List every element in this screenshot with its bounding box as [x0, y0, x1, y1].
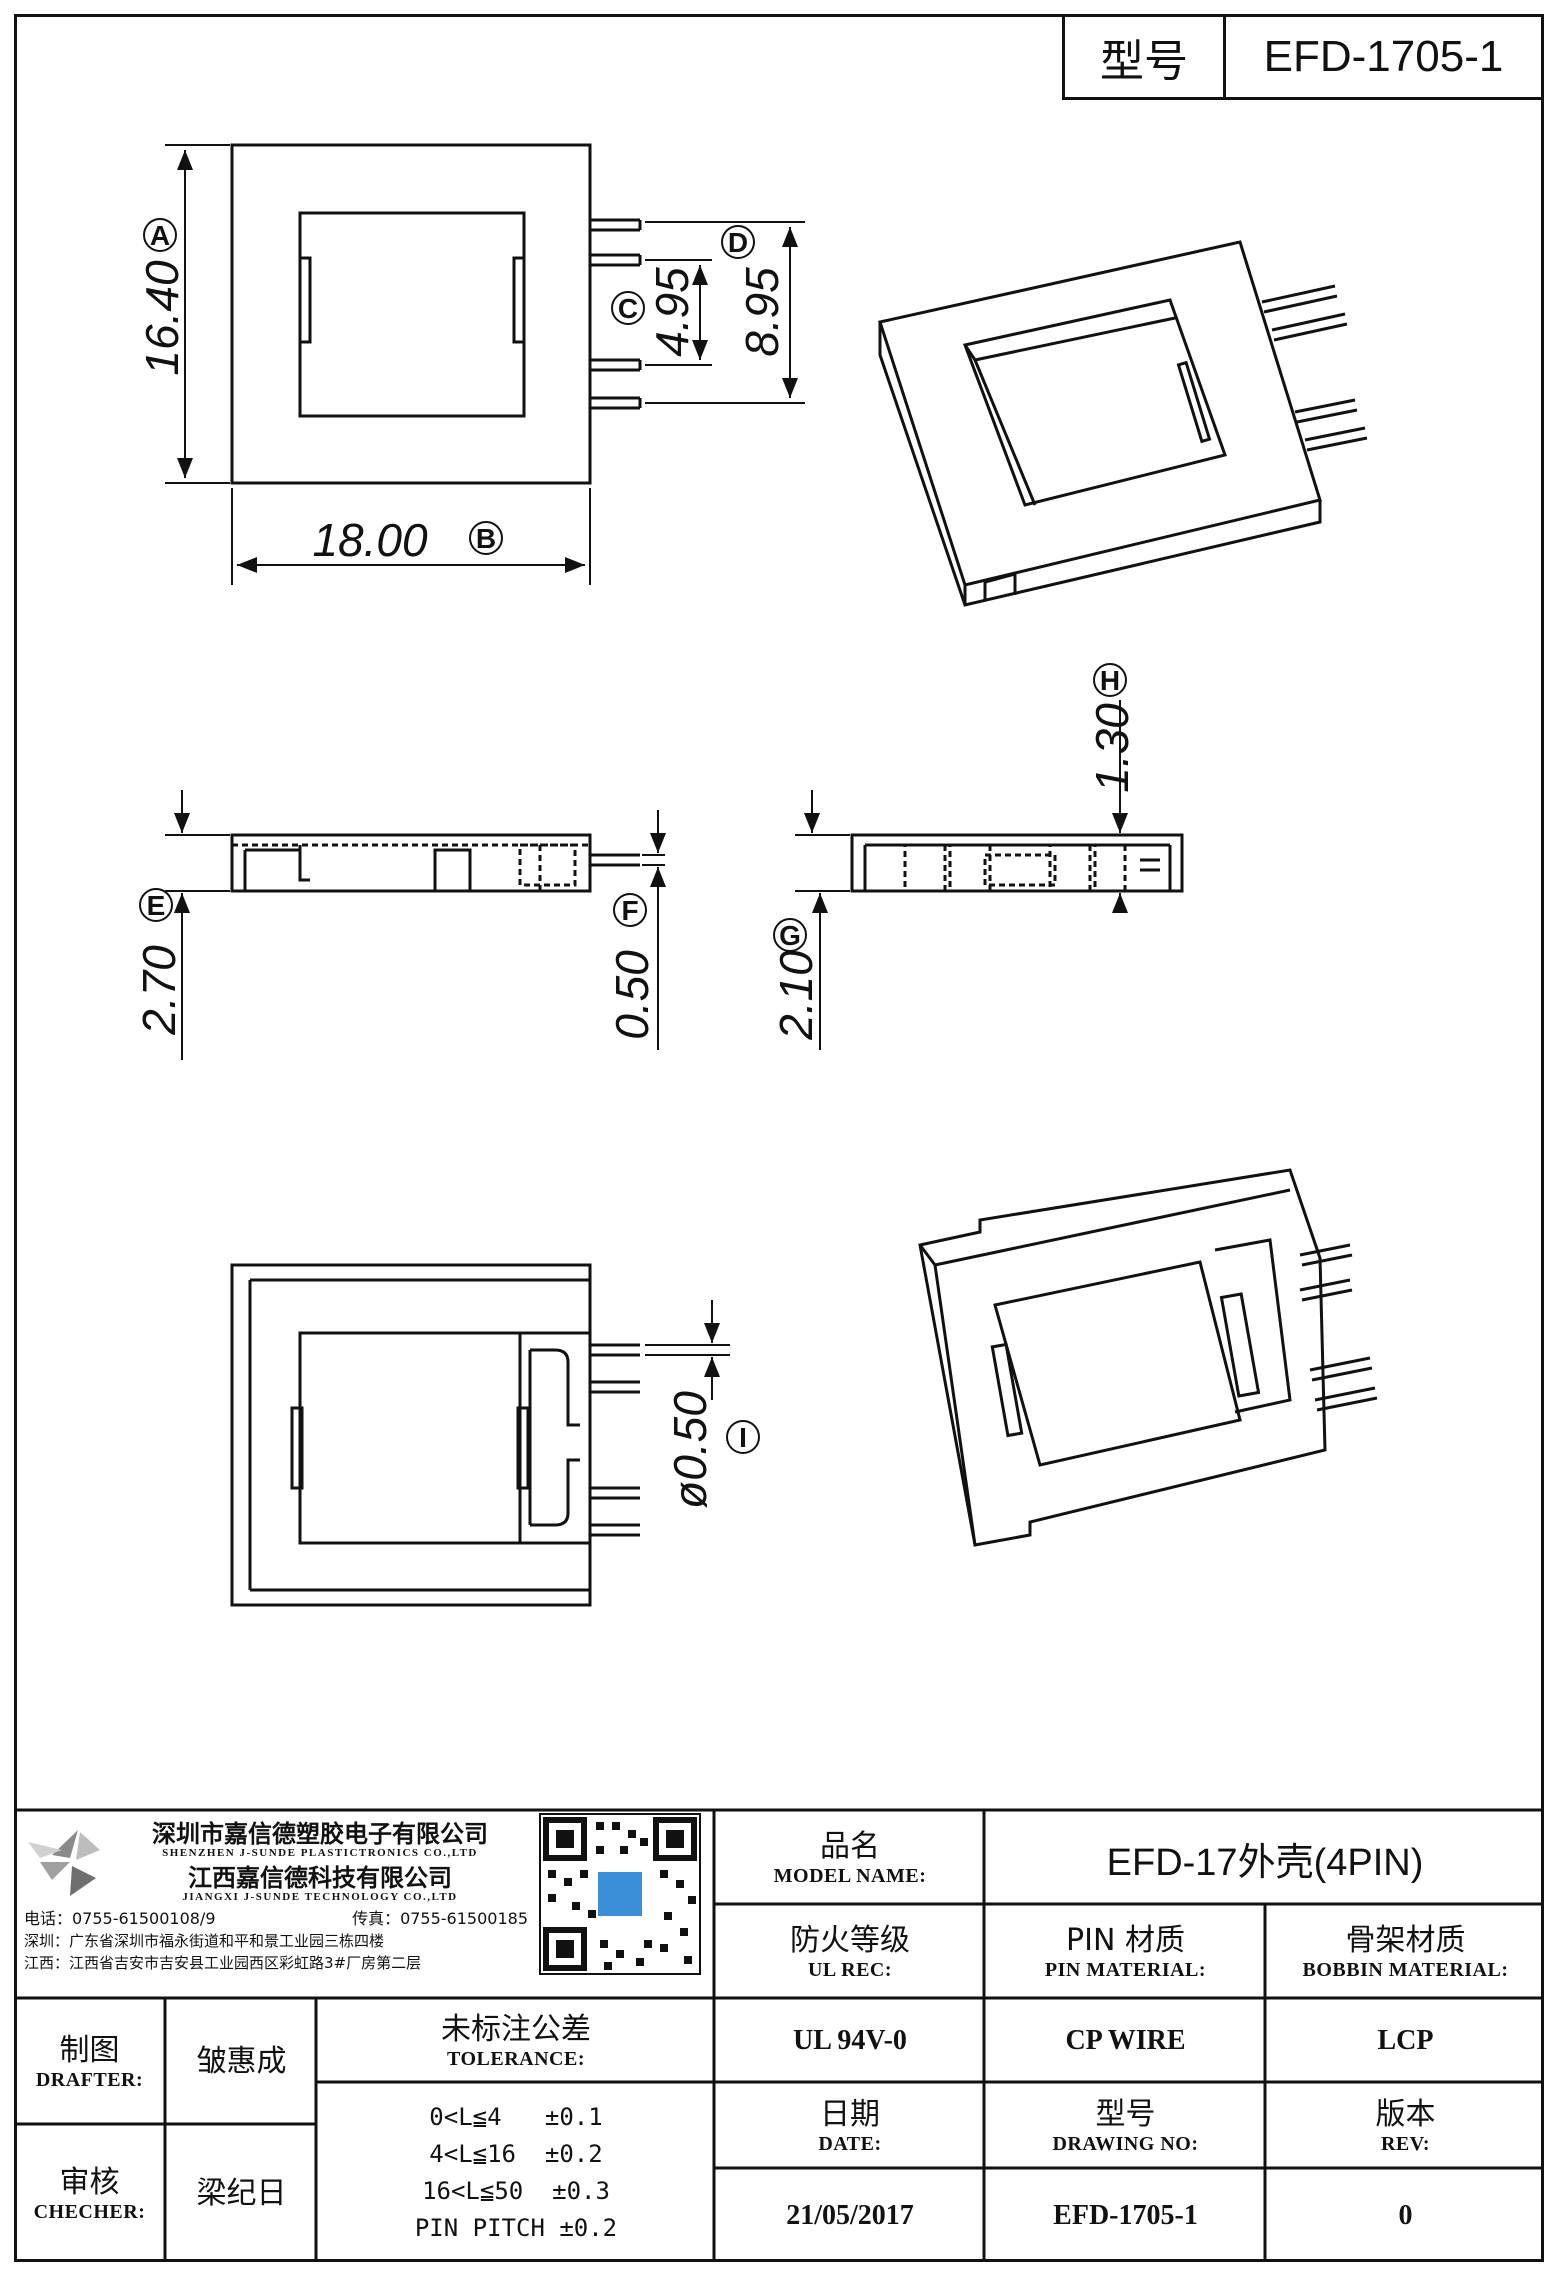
header-label-cell: 型号	[1062, 14, 1226, 100]
company-fax: 传真：0755-61500185	[352, 1909, 528, 1928]
company-address-sz: 深圳：广东省深圳市福永街道和平和景工业园三栋四楼	[24, 1932, 385, 1950]
drawing-no-value: EFD-1705-1	[1053, 2200, 1198, 2231]
tolerance-row: PIN PITCH ±0.2	[414, 2214, 618, 2242]
company-name-cn: 深圳市嘉信德塑胶电子有限公司	[152, 1819, 488, 1848]
dim-B-letter: B	[476, 523, 496, 554]
pin-material-label: PIN 材质 PIN MATERIAL:	[1044, 1922, 1207, 1981]
company-contact: 电话：0755-61500108/9 传真：0755-61500185 深圳：广…	[24, 1908, 534, 1974]
bobbin-material-label: 骨架材质 BOBBIN MATERIAL:	[1302, 1922, 1509, 1981]
dim-I-value: ø0.50	[664, 1391, 716, 1509]
header-label: 型号	[1100, 36, 1188, 87]
dimension-labels: 16.40 A 18.00 B 4.95 C 8.95 D 2.70 E 0.5…	[133, 218, 1138, 1509]
top-view	[230, 143, 642, 485]
bottom-view	[230, 1263, 640, 1607]
side-view-left-dimensions	[165, 790, 666, 1060]
tolerance-table: 0<L≦4 ±0.1 4<L≦16 ±0.2 16<L≦50 ±0.3 PIN …	[318, 2084, 714, 2262]
rev-value: 0	[1398, 2200, 1413, 2231]
tolerance-row: 0<L≦4 ±0.1	[429, 2103, 603, 2131]
dim-B-value: 18.00	[312, 514, 428, 566]
company2-name-cn: 江西嘉信德科技有限公司	[188, 1863, 452, 1892]
rev-label: 版本 REV:	[1375, 2096, 1436, 2155]
drawing-no-label: 型号 DRAWING NO:	[1052, 2096, 1199, 2155]
dim-G-letter: G	[779, 920, 801, 951]
dim-F-letter: F	[621, 895, 638, 926]
dim-F-value: 0.50	[606, 950, 658, 1040]
isometric-view-top	[878, 240, 1368, 607]
drafter-value: 皱惠成	[196, 2044, 287, 2079]
tolerance-label: 未标注公差 TOLERANCE:	[441, 2011, 591, 2070]
dim-C-value: 4.95	[646, 267, 698, 357]
checker-label: 审核 CHECHER:	[33, 2164, 146, 2223]
dim-D-letter: D	[728, 227, 748, 258]
company-phone: 电话：0755-61500108/9	[24, 1909, 216, 1928]
side-view-right	[850, 833, 1184, 893]
company-address-jx: 江西：江西省吉安市吉安县工业园西区彩虹路3#厂房第二层	[24, 1954, 422, 1972]
ul-rec-label: 防火等级 UL REC:	[790, 1922, 910, 1981]
company2-name-en: JIANGXI J-SUNDE TECHNOLOGY CO.,LTD	[182, 1891, 458, 1903]
dim-H-value: 1.30	[1086, 703, 1138, 793]
bottom-view-dimensions	[645, 1300, 730, 1400]
checker-value: 梁纪日	[196, 2176, 287, 2211]
date-value: 21/05/2017	[786, 2200, 914, 2231]
dim-A-value: 16.40	[136, 260, 188, 376]
model-name-label: 品名 MODEL NAME:	[773, 1828, 927, 1887]
pin-material-value: CP WIRE	[1065, 2025, 1186, 2056]
technical-drawing: 16.40 A 18.00 B 4.95 C 8.95 D 2.70 E 0.5…	[133, 143, 1378, 1607]
drafter-label: 制图 DRAFTER:	[35, 2032, 144, 2091]
side-view-right-dimensions	[795, 700, 1128, 1050]
bobbin-material-value: LCP	[1377, 2025, 1434, 2056]
header-model: EFD-1705-1	[1263, 32, 1504, 81]
isometric-view-bottom	[918, 1168, 1378, 1547]
dim-I-letter: I	[739, 1422, 747, 1453]
top-view-dimensions	[165, 144, 805, 585]
ul-rec-value: UL 94V-0	[793, 2025, 907, 2056]
dim-C-letter: C	[618, 293, 638, 324]
dim-E-letter: E	[147, 890, 166, 921]
model-name-value: EFD-17外壳(4PIN)	[1106, 1841, 1424, 1884]
dim-D-value: 8.95	[736, 267, 788, 357]
dim-E-value: 2.70	[133, 945, 185, 1036]
date-label: 日期 DATE:	[818, 2096, 882, 2155]
side-view-left	[230, 833, 640, 893]
tolerance-row: 16<L≦50 ±0.3	[422, 2177, 610, 2205]
company-name-en: SHENZHEN J-SUNDE PLASTICTRONICS CO.,LTD	[162, 1847, 478, 1859]
header-model-cell: EFD-1705-1	[1223, 14, 1544, 100]
dim-G-value: 2.10	[770, 950, 822, 1041]
tolerance-row: 4<L≦16 ±0.2	[429, 2140, 603, 2168]
drawing-border	[14, 14, 1544, 2262]
dim-H-letter: H	[1100, 665, 1120, 696]
dim-A-letter: A	[150, 220, 170, 251]
